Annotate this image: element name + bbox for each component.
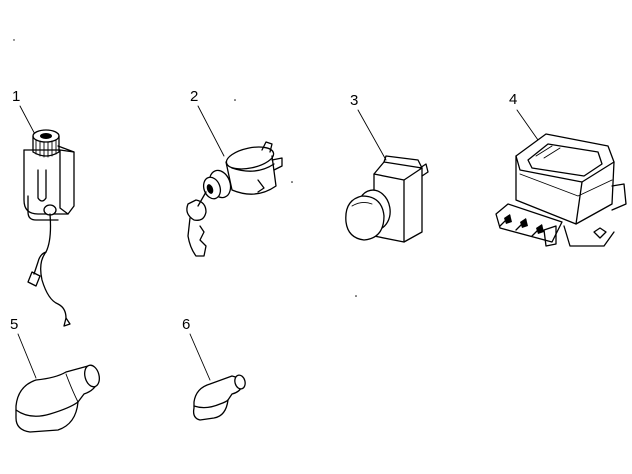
part-6: 6 [182, 316, 246, 421]
print-specks [13, 39, 357, 297]
part-4: 4 [495, 91, 627, 247]
leader-line-4 [516, 109, 539, 141]
part-2: 2 [186, 88, 283, 257]
part-1: 1 [12, 88, 75, 327]
switch-with-wire-icon [23, 129, 75, 327]
callout-number-6: 6 [182, 316, 190, 333]
callout-number-4: 4 [509, 91, 517, 108]
pilot-lamp-icon [345, 155, 429, 243]
part-3: 3 [345, 92, 429, 243]
elbow-cap-small-icon [192, 374, 246, 421]
callout-number-2: 2 [190, 88, 198, 105]
relay-box-icon [495, 133, 627, 247]
part-5: 5 [10, 316, 100, 433]
callout-number-1: 1 [12, 88, 20, 105]
leader-line-6 [189, 333, 211, 381]
ignition-switch-with-key-icon [186, 141, 283, 257]
callout-number-5: 5 [10, 316, 18, 333]
leader-line-5 [17, 333, 37, 379]
leader-line-3 [357, 109, 387, 161]
elbow-cap-large-icon [15, 364, 100, 433]
leader-line-2 [197, 105, 225, 157]
callout-number-3: 3 [350, 92, 358, 109]
